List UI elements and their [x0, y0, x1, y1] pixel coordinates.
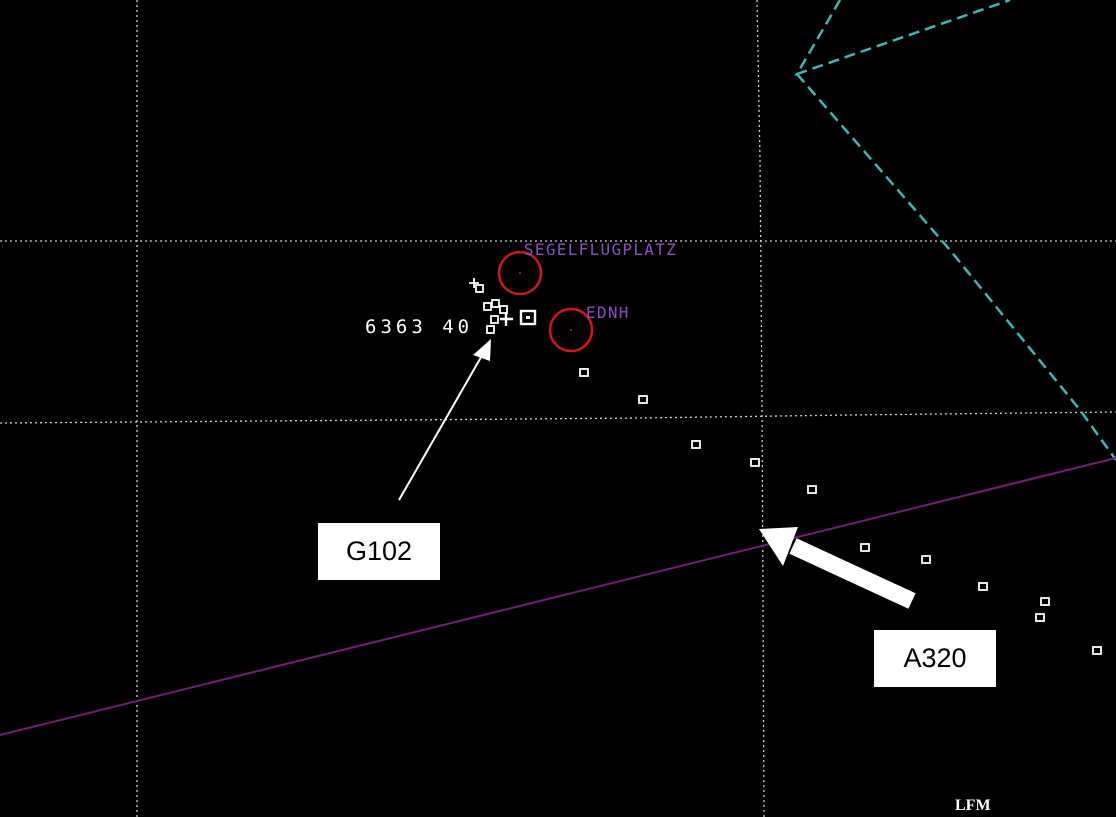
track-point — [1035, 613, 1045, 622]
track-point — [579, 368, 589, 377]
track-point — [807, 485, 817, 494]
track-point — [638, 395, 648, 404]
callout-airliner-text: A320 — [903, 643, 967, 673]
arrowhead-icon — [759, 527, 798, 566]
glider-arrow — [398, 339, 491, 501]
callout-glider-label: G102 — [318, 523, 440, 580]
track-point — [860, 543, 870, 552]
red-circle-icon — [497, 250, 543, 296]
track-point — [921, 555, 931, 564]
airfield-label-segelflugplatz: SEGELFLUGPLATZ — [524, 240, 677, 259]
callout-airliner-label: A320 — [874, 630, 996, 687]
track-point — [1092, 646, 1102, 655]
glider-target-cluster — [469, 278, 537, 334]
arrowhead-icon — [473, 339, 491, 361]
track-point — [1040, 597, 1050, 606]
plus-target-icon — [500, 313, 513, 326]
grid-line-horizontal-middle — [0, 411, 1116, 424]
track-point — [691, 440, 701, 449]
airfield-label-ednh: EDNH — [586, 303, 630, 322]
grid-line-vertical-right — [756, 0, 765, 817]
airfield-symbol-ednh — [548, 307, 594, 353]
airspace-boundary — [794, 0, 1116, 461]
airliner-arrow — [759, 527, 916, 609]
square-target-icon — [519, 309, 537, 326]
red-circle-icon — [548, 307, 594, 353]
airfield-symbol-segelflugplatz — [497, 250, 543, 296]
track-point — [978, 582, 988, 591]
track-point — [750, 458, 760, 467]
route-line — [0, 457, 1116, 736]
credit-label: LFM — [955, 797, 991, 814]
airliner-track-history — [579, 368, 1102, 655]
callout-glider-text: G102 — [345, 536, 413, 566]
track-label: 6363 40 — [365, 316, 473, 338]
plus-target-icon — [469, 278, 479, 288]
